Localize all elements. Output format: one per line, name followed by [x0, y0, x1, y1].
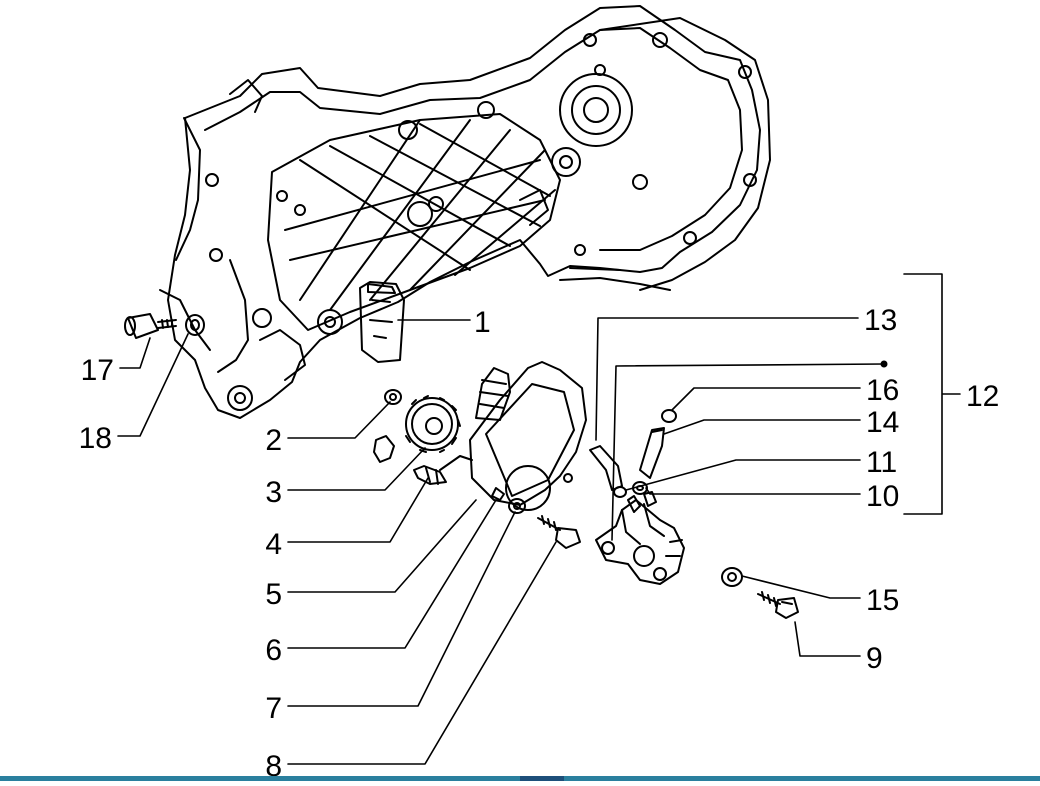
callout-15: 15	[866, 584, 899, 617]
clamp-16-drawing	[661, 409, 677, 423]
callout-1: 1	[474, 306, 491, 339]
hose-13-drawing	[589, 445, 623, 491]
leader-2	[287, 401, 391, 439]
callout-7: 7	[265, 692, 282, 725]
leader-3	[287, 447, 426, 491]
washer-2-drawing	[384, 389, 402, 405]
screw-8-drawing	[537, 515, 581, 549]
leader-13	[595, 317, 859, 441]
leader-7	[287, 511, 516, 707]
washer-15-drawing	[721, 567, 743, 587]
crankcase-drawing	[159, 5, 771, 419]
hose-14-drawing	[639, 427, 665, 479]
callout-labels: 1 2 3 4 5 6 7 8 9 10 11 12 13 14 15 16 1…	[79, 304, 1000, 783]
pin-6-drawing	[491, 487, 505, 501]
callout-14: 14	[866, 406, 899, 439]
gear-3-drawing	[373, 395, 461, 463]
callout-4: 4	[265, 528, 282, 561]
washer-18-drawing	[185, 314, 205, 336]
callout-12: 12	[966, 380, 999, 413]
leader-dot-line	[611, 363, 885, 541]
leader-15	[741, 575, 861, 599]
leader-10	[645, 487, 861, 495]
callout-8: 8	[265, 750, 282, 781]
oil-pump-drawing	[595, 491, 685, 585]
callout-6: 6	[265, 634, 282, 667]
leader-8	[287, 541, 557, 765]
callout-17: 17	[81, 354, 114, 387]
leader-5	[287, 499, 477, 593]
leader-18	[117, 333, 189, 437]
bracket-12	[903, 273, 961, 515]
callout-9: 9	[866, 642, 883, 675]
bush-7-drawing	[508, 498, 526, 514]
callout-18: 18	[79, 422, 112, 455]
callout-10: 10	[866, 480, 899, 513]
callout-11: 11	[866, 446, 897, 479]
leader-4	[287, 477, 429, 543]
leader-dot	[880, 360, 888, 368]
cover-plate-5-drawing	[439, 361, 587, 511]
leader-17	[119, 337, 151, 369]
leader-9	[794, 621, 861, 657]
leader-11	[625, 459, 861, 491]
callout-2: 2	[265, 424, 282, 457]
callout-3: 3	[265, 476, 282, 509]
leader-16	[671, 387, 861, 411]
bolt-9-drawing	[757, 591, 799, 619]
chain-4-drawing	[413, 367, 511, 485]
bottom-border-tab	[520, 776, 564, 781]
clip-11-drawing	[613, 486, 627, 498]
callout-5: 5	[265, 578, 282, 611]
leader-14	[663, 419, 861, 435]
leader-lines	[117, 273, 961, 765]
bolt-17-drawing	[124, 313, 177, 339]
callout-16: 16	[866, 374, 899, 407]
leader-6	[287, 499, 497, 649]
callout-13: 13	[864, 304, 897, 337]
